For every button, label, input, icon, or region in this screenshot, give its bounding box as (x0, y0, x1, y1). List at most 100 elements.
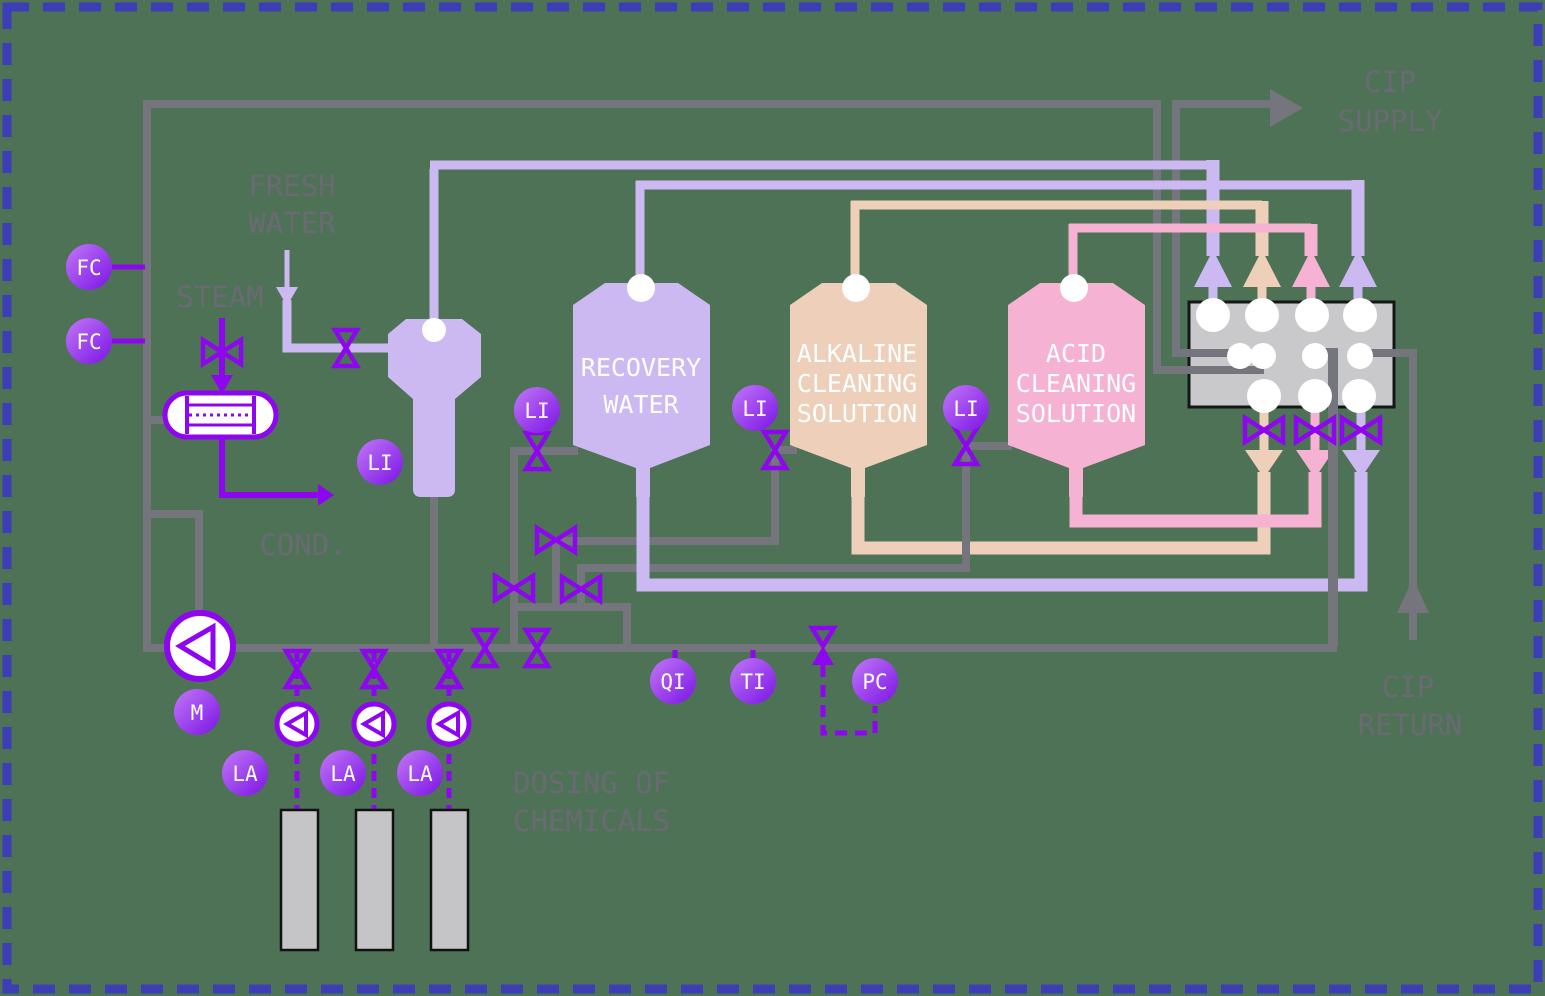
fresh-water-buffer-tank (388, 319, 481, 497)
heat-exchanger[interactable] (162, 390, 279, 440)
instrument-circle[interactable] (852, 658, 898, 704)
suction-valve-recovery[interactable] (492, 571, 536, 605)
recovery-tank-label: RECOVERY (581, 353, 701, 382)
manifold-port-icon (1227, 343, 1253, 369)
steam-valve[interactable] (200, 335, 244, 369)
instrument-fc-bottom[interactable]: FC (66, 318, 112, 364)
pump-impeller-icon (435, 709, 460, 739)
instrument-circle[interactable] (174, 689, 220, 735)
instrument-circle[interactable] (650, 658, 696, 704)
instrument-circle[interactable] (66, 244, 112, 290)
pump-body[interactable] (164, 610, 236, 682)
dosing-valve-1[interactable] (281, 648, 313, 690)
flow-arrow-up-icon (1339, 250, 1377, 287)
instrument-la-2[interactable]: LA (320, 750, 366, 796)
recovery-tank-label: WATER (603, 390, 679, 419)
cip-return-arrow-icon (1397, 578, 1429, 613)
dosing-pump-3[interactable] (426, 701, 472, 747)
chemical-tank (354, 808, 395, 952)
instrument-circle[interactable] (320, 750, 366, 796)
dosing-pump-2[interactable] (351, 701, 397, 747)
instrument-li-acid[interactable]: LI (943, 385, 989, 431)
instrument-circle[interactable] (397, 750, 443, 796)
manifold-port-icon (1302, 343, 1328, 369)
cip-supply-label: CIP (1364, 65, 1416, 99)
instrument-la-1[interactable]: LA (222, 750, 268, 796)
instrument-la-3[interactable]: LA (397, 750, 443, 796)
instrument-tag: M (191, 701, 204, 725)
instrument-tag: LI (742, 397, 767, 421)
instrument-tag: PC (862, 670, 887, 694)
condensate-label: COND. (259, 528, 346, 562)
instrument-circle[interactable] (222, 750, 268, 796)
instrument-circle[interactable] (732, 385, 778, 431)
valves (200, 327, 1383, 690)
acid-tank-label: ACID (1046, 339, 1106, 368)
flow-arrow-down-icon (1342, 450, 1380, 478)
return-valve-alkaline[interactable] (1242, 413, 1286, 447)
flow-arrow-up-icon (1194, 250, 1232, 287)
alkaline-vent-icon (842, 274, 870, 302)
pipe-recovery-suction (510, 447, 578, 650)
dosing-valve-2[interactable] (358, 648, 390, 690)
alkaline-solution-tank (790, 283, 927, 497)
pump-body[interactable] (351, 701, 397, 747)
pipe-alkaline-suction (552, 446, 797, 609)
recovery-isolation-valve[interactable] (521, 430, 553, 472)
instrument-li-buffer[interactable]: LI (357, 439, 403, 485)
main-cip-pump[interactable] (164, 610, 236, 682)
alkaline-tank-label: CLEANING (797, 369, 917, 398)
steam-label: STEAM (176, 280, 263, 314)
fresh-water-label: WATER (248, 206, 336, 240)
fresh-water-label: FRESH (248, 169, 335, 203)
instrument-ti[interactable]: TI (730, 658, 776, 704)
instrument-tag: FC (76, 330, 101, 354)
dosing-pump-1[interactable] (274, 701, 320, 747)
steam-arrow-icon (211, 375, 233, 394)
return-valve-acid[interactable] (1293, 413, 1337, 447)
instrument-motor[interactable]: M (174, 689, 220, 735)
instrument-circle[interactable] (943, 385, 989, 431)
alkaline-isolation-valve[interactable] (759, 429, 791, 471)
acid-tank-label: CLEANING (1016, 369, 1136, 398)
dosing-valve-3[interactable] (433, 648, 465, 690)
instrument-li-alkaline[interactable]: LI (732, 385, 778, 431)
instrument-circle[interactable] (514, 387, 560, 433)
pump-body[interactable] (274, 701, 320, 747)
pipe-cip-supply-out (1172, 100, 1272, 357)
alkaline-tank-label: ALKALINE (797, 339, 917, 368)
suction-valve-acid[interactable] (559, 572, 603, 606)
manifold-port-icon (1196, 298, 1230, 332)
instrument-circle[interactable] (730, 658, 776, 704)
steam-cond-lines (219, 318, 318, 498)
instrument-pc[interactable]: PC (852, 658, 898, 704)
instrument-tag: QI (660, 670, 685, 694)
pipe-fresh-water (282, 300, 392, 353)
instrument-fc-top[interactable]: FC (66, 244, 112, 290)
instrument-circle[interactable] (66, 318, 112, 364)
instrument-circle[interactable] (357, 439, 403, 485)
peach-arrows (1243, 250, 1283, 478)
recovery-water-tank (573, 283, 710, 497)
pressure-control-valve-plug[interactable] (812, 646, 834, 665)
instrument-tag: TI (740, 670, 765, 694)
instrument-tag: LA (330, 762, 356, 786)
pink-arrows (1292, 250, 1334, 478)
pressure-control-valve[interactable] (807, 625, 839, 651)
pump-body[interactable] (426, 701, 472, 747)
gray-pipes (143, 100, 1337, 652)
gray-arrows (1270, 89, 1429, 613)
return-valve-recovery[interactable] (1339, 413, 1383, 447)
pumps (164, 610, 472, 747)
flow-arrow-up-icon (1292, 250, 1330, 287)
heat-exchanger-body[interactable] (162, 390, 279, 440)
purple-arrows (211, 375, 334, 506)
suction-crossover-valve[interactable] (534, 523, 578, 557)
main-line-valve-2[interactable] (521, 627, 553, 669)
instrument-li-recovery[interactable]: LI (514, 387, 560, 433)
instrument-qi[interactable]: QI (650, 658, 696, 704)
alkaline-tank-label: SOLUTION (797, 399, 917, 428)
fresh-water-valve[interactable] (330, 327, 362, 369)
main-line-valve-1[interactable] (469, 627, 501, 669)
